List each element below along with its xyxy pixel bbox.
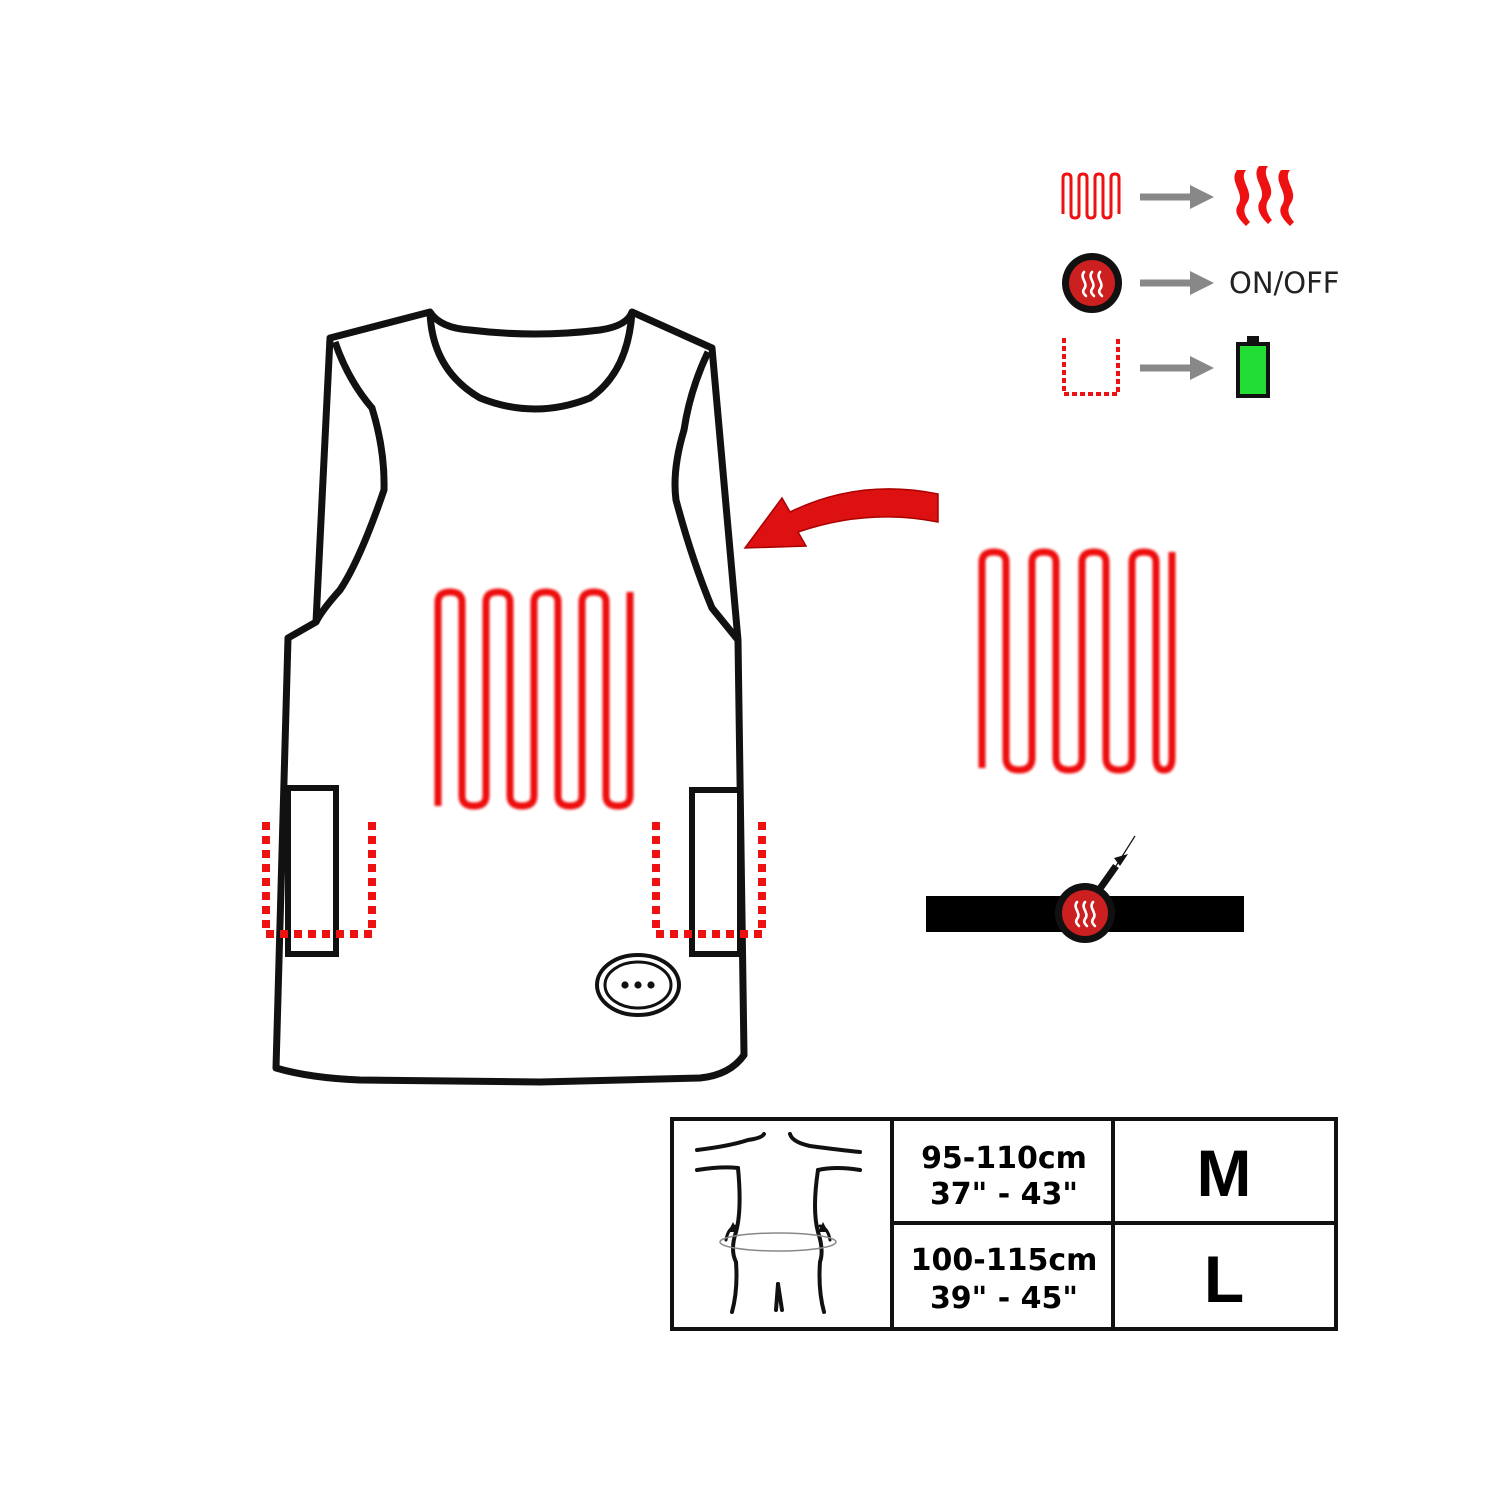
- on-off-label: ON/OFF: [1229, 266, 1339, 300]
- vest-illustration: [262, 308, 766, 1086]
- waist-arrow-icon: [728, 1222, 738, 1232]
- legend-arrow: [1140, 356, 1214, 380]
- size-table: 95-110cm 37" - 43" M 100-115cm 39" - 45"…: [670, 1117, 1338, 1331]
- vest-left-pocket: [285, 785, 339, 957]
- vest-power-button[interactable]: [595, 953, 681, 1017]
- heating-element-icon: [1061, 172, 1121, 220]
- legend-row-heating: [1061, 166, 1294, 226]
- vest-right-pocket: [689, 787, 743, 957]
- legend-row-button: ON/OFF: [1062, 253, 1339, 313]
- three-dots-icon: [621, 981, 655, 989]
- legend: ON/OFF: [1061, 166, 1339, 398]
- cable-pointer: [1096, 835, 1136, 893]
- vest-heating-element-icon: [434, 588, 634, 810]
- size-l-label: L: [1204, 1242, 1244, 1316]
- legend-row-battery: [1062, 336, 1270, 398]
- vest-neckline: [426, 311, 636, 413]
- size-m-inch: 37" - 43": [930, 1177, 1078, 1212]
- vest-right-armhole: [671, 350, 741, 643]
- size-l-inch: 39" - 45": [930, 1281, 1078, 1316]
- battery-pocket-icon: [262, 822, 376, 938]
- size-l-cm: 100-115cm: [911, 1243, 1098, 1278]
- battery-pocket-icon: [652, 822, 766, 938]
- waist-measure-line: [719, 1232, 837, 1252]
- size-m-cm: 95-110cm: [921, 1141, 1087, 1176]
- placement-arrow: [743, 488, 939, 549]
- size-m-label: M: [1197, 1136, 1252, 1210]
- cable-with-button: [926, 835, 1244, 943]
- heat-button-icon: [1062, 253, 1122, 313]
- waist-arrow-icon: [818, 1222, 828, 1232]
- vest-left-armhole: [312, 340, 388, 624]
- heat-waves-icon: [1234, 166, 1294, 226]
- battery-icon: [1236, 336, 1270, 398]
- battery-pocket-icon: [1062, 338, 1120, 396]
- detail-heating-pad-icon: [978, 548, 1176, 774]
- legend-arrow: [1140, 185, 1214, 209]
- legend-arrow: [1140, 271, 1214, 295]
- cable-heat-button-icon[interactable]: [1055, 883, 1115, 943]
